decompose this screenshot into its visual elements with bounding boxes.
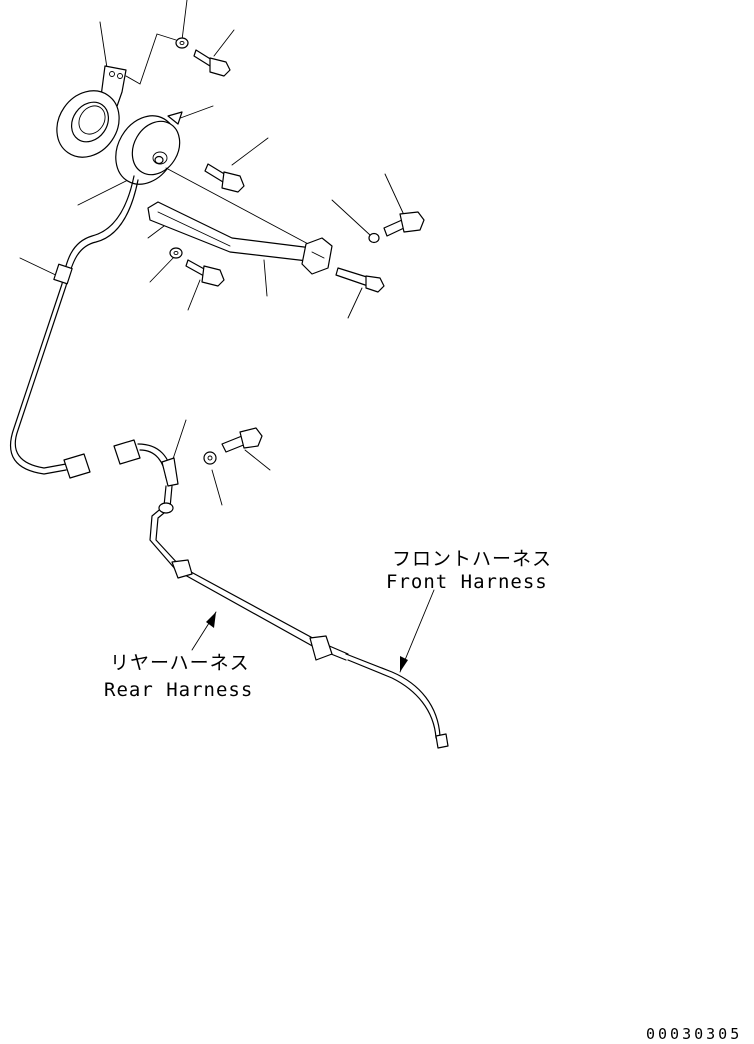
rear-harness bbox=[113, 439, 349, 661]
bolt-middle bbox=[221, 427, 263, 453]
front-harness-label-jp: フロントハーネス bbox=[392, 548, 552, 570]
speed-sensor bbox=[115, 111, 183, 185]
front-harness-label-en: Front Harness bbox=[386, 571, 548, 593]
bolt-right-upper bbox=[383, 211, 425, 237]
drawing-number: 00030305 bbox=[646, 1025, 742, 1043]
washer-top bbox=[175, 37, 189, 49]
washer-left bbox=[169, 247, 183, 259]
sensor-cable bbox=[9, 175, 139, 479]
bolt-right-lower bbox=[335, 267, 385, 293]
rear-harness-label-jp: リヤーハーネス bbox=[110, 652, 250, 674]
alignment-line bbox=[165, 167, 313, 247]
sensor-bolt bbox=[204, 163, 245, 193]
washer-right bbox=[368, 232, 380, 244]
bolt-left bbox=[185, 259, 225, 287]
bolt-top bbox=[193, 49, 231, 77]
sensor-bracket bbox=[56, 33, 177, 158]
rear-harness-label-en: Rear Harness bbox=[104, 679, 253, 701]
front-harness bbox=[345, 653, 449, 749]
washer-middle bbox=[203, 451, 217, 465]
leader-lines bbox=[19, 0, 405, 506]
label-arrows bbox=[191, 589, 435, 673]
stay-bracket bbox=[147, 201, 333, 275]
